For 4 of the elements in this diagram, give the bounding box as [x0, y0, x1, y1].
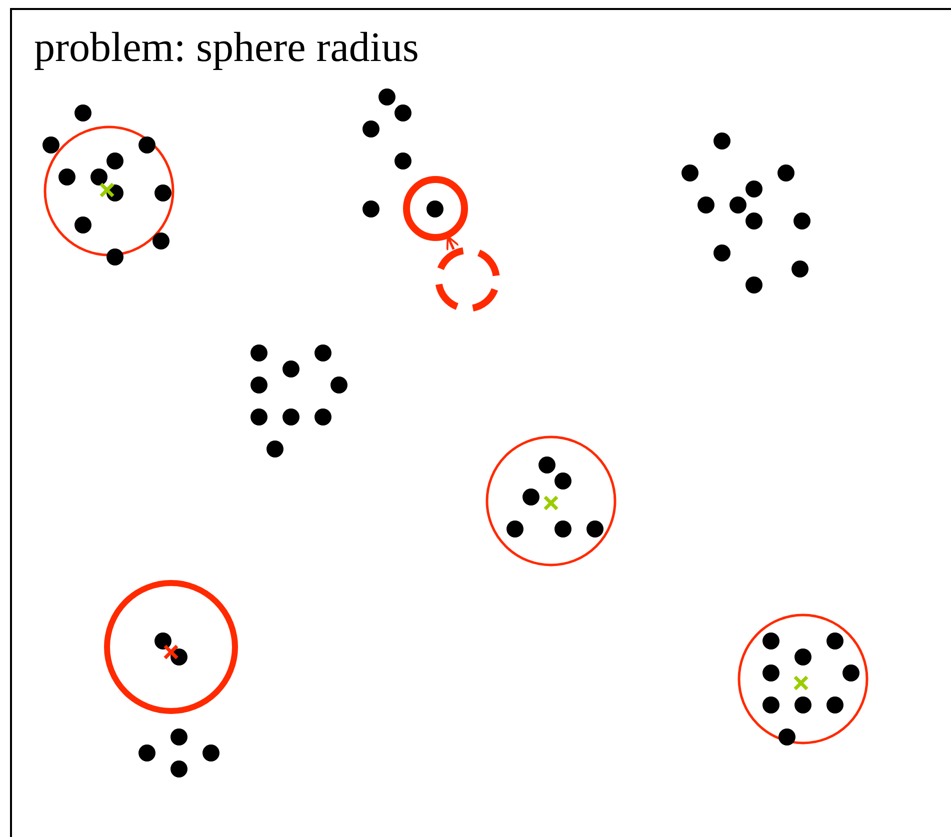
dashed-circle [434, 246, 500, 312]
arrow [446, 236, 460, 252]
target-circle [402, 176, 468, 240]
title: problem: sphere radius [34, 24, 419, 73]
